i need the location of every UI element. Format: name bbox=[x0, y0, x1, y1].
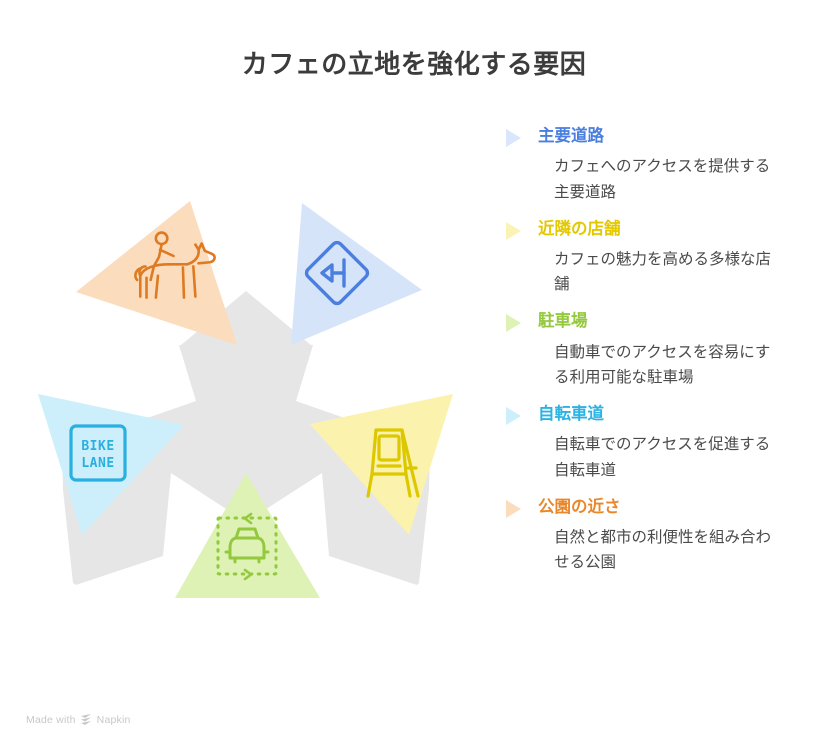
horse-rider-icon bbox=[134, 231, 216, 299]
legend-list: 主要道路 カフェへのアクセスを提供する主要道路 近隣の店舗 カフェの魅力を高める… bbox=[506, 126, 806, 589]
legend-item-title: 公園の近さ bbox=[538, 497, 621, 516]
triangle-marker-icon bbox=[506, 499, 521, 518]
diagram-segment-park-proximity[interactable] bbox=[76, 201, 237, 345]
bike-lane-text-line2: LANE bbox=[81, 456, 114, 471]
legend-item-description: カフェへのアクセスを提供する主要道路 bbox=[554, 158, 771, 201]
triangle-marker-icon bbox=[506, 406, 521, 425]
road-sign-junction-icon bbox=[304, 240, 370, 306]
legend-item-park-proximity[interactable]: 公園の近さ 自然と都市の利便性を組み合わせる公園 bbox=[506, 497, 806, 576]
legend-item-nearby-shops[interactable]: 近隣の店舗 カフェの魅力を高める多様な店舗 bbox=[506, 219, 806, 298]
legend-item-header: 近隣の店舗 bbox=[506, 219, 806, 240]
sandwich-board-sign-icon bbox=[366, 428, 420, 498]
parking-car-icon bbox=[216, 512, 278, 581]
napkin-logo-icon bbox=[80, 713, 93, 726]
legend-item-header: 駐車場 bbox=[506, 311, 806, 333]
legend-item-title: 主要道路 bbox=[538, 127, 604, 145]
watermark-prefix: Made with bbox=[26, 713, 76, 726]
legend-item-main-road[interactable]: 主要道路 カフェへのアクセスを提供する主要道路 bbox=[506, 126, 806, 205]
bike-lane-text-line1: BIKE bbox=[81, 439, 114, 454]
diagram-segment-main-road[interactable] bbox=[291, 203, 422, 345]
legend-item-parking[interactable]: 駐車場 自動車でのアクセスを容易にする利用可能な駐車場 bbox=[506, 311, 806, 390]
legend-item-header: 自転車道 bbox=[506, 404, 806, 425]
legend-item-bike-lane[interactable]: 自転車道 自転車でのアクセスを促進する自転車道 bbox=[506, 404, 806, 483]
triangle-marker-icon bbox=[506, 314, 521, 333]
legend-item-description: 自然と都市の利便性を組み合わせる公園 bbox=[554, 529, 772, 572]
diagram-segment-bike-lane[interactable]: BIKE LANE bbox=[38, 394, 184, 535]
triangle-marker-icon bbox=[506, 129, 521, 147]
watermark: Made with Napkin bbox=[26, 713, 131, 726]
bike-lane-sign-icon: BIKE LANE bbox=[69, 424, 127, 482]
legend-item-description: 自転車でのアクセスを促進する自転車道 bbox=[554, 436, 771, 479]
legend-item-description: カフェの魅力を高める多様な店舗 bbox=[554, 251, 772, 294]
watermark-brand: Napkin bbox=[96, 713, 131, 726]
legend-item-description: 自動車でのアクセスを容易にする利用可能な駐車場 bbox=[554, 343, 771, 386]
page-title: カフェの立地を強化する要因 bbox=[241, 49, 587, 79]
legend-item-header: 公園の近さ bbox=[506, 497, 806, 518]
triangle-marker-icon bbox=[506, 221, 521, 240]
legend-item-header: 主要道路 bbox=[506, 126, 806, 147]
radial-diagram: BIKE LANE bbox=[0, 170, 500, 630]
diagram-segment-nearby-shops[interactable] bbox=[310, 394, 453, 535]
legend-item-title: 近隣の店舗 bbox=[538, 219, 621, 238]
diagram-center-shape bbox=[61, 291, 431, 585]
legend-item-title: 自転車道 bbox=[538, 404, 604, 423]
legend-item-title: 駐車場 bbox=[538, 312, 588, 331]
diagram-segment-parking[interactable] bbox=[175, 473, 320, 598]
